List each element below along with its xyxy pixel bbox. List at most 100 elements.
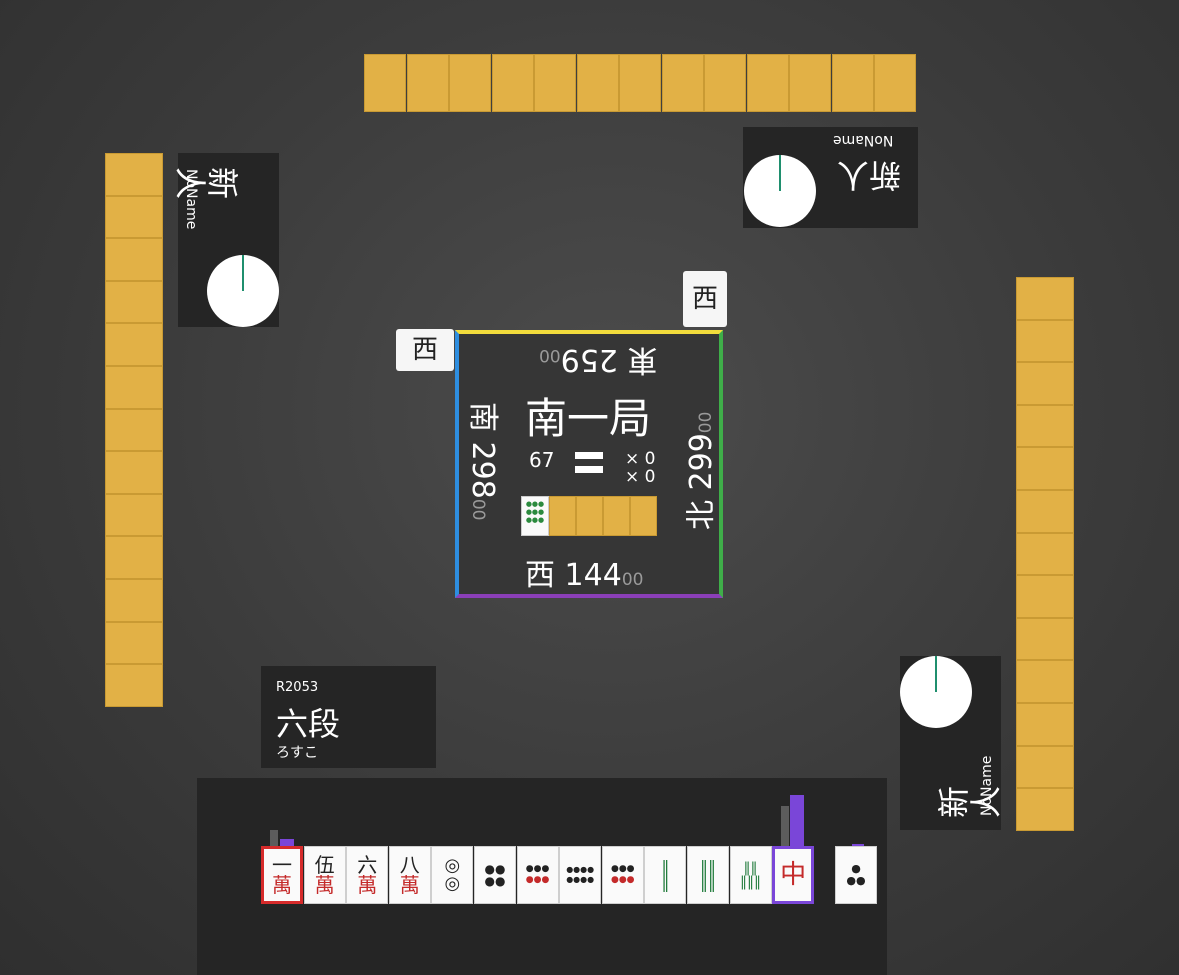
8-pin-tile[interactable]: ●●●●●●●● [559, 846, 602, 904]
tile-bottom: 萬 [399, 873, 420, 897]
east-score: 東 25900 [539, 342, 658, 377]
left-opponent-timer [207, 255, 279, 327]
8-man-tile[interactable]: 八萬 [388, 846, 431, 904]
tile-back [105, 280, 163, 324]
top-opponent-hand [364, 54, 917, 112]
tile-back [491, 54, 534, 112]
tile-bottom: 萬 [314, 873, 335, 897]
4-sou-tile[interactable]: ‖‖‖‖ [686, 846, 729, 904]
tile-back [1016, 404, 1074, 448]
tile-top: ● [851, 862, 861, 875]
right-opponent-hand [1016, 277, 1074, 831]
tile-top: ●●● [525, 864, 550, 874]
2-sou-tile[interactable]: ‖‖ [644, 846, 687, 904]
north-score: 北 29900 [684, 411, 719, 530]
west-wind-marker-left: 西 [396, 329, 454, 371]
5-sou-tile[interactable]: ‖‖‖‖‖ [729, 846, 772, 904]
hover-indicator-bar [280, 839, 294, 846]
center-info-box: 東 25900 南 29800 北 29900 西 14400 南一局 67 ×… [455, 330, 723, 598]
tile-bottom: ‖‖ [699, 873, 716, 892]
north-points: 299 [684, 433, 719, 491]
stick-counts: × 0 × 0 [625, 450, 655, 486]
remaining-tiles: 67 [529, 448, 555, 472]
player-rating: R2053 [276, 680, 319, 695]
west-points-sub: 00 [621, 570, 644, 590]
9-pin-tile[interactable]: ●●●●●● [601, 846, 644, 904]
hover-indicator-bar [852, 844, 864, 847]
player-hand: 一萬 伍萬 六萬 八萬 ◎◎ ●●●● ●●●●●● ●●●●●●●● ●●●●… [261, 846, 815, 904]
tile-back [576, 54, 619, 112]
riichi-count: × 0 [625, 467, 656, 487]
4-pin-tile[interactable]: ●●●● [473, 846, 516, 904]
tile-back [105, 195, 163, 239]
north-points-sub: 00 [696, 411, 716, 434]
tile-back [105, 238, 163, 281]
red-dragon-tile[interactable]: 中 [772, 846, 815, 904]
tile-back [1016, 532, 1074, 576]
tile-back [105, 536, 163, 579]
west-score: 西 14400 [525, 561, 643, 591]
west-wind-marker-top: 西 [683, 271, 727, 327]
riichi-stick-icon [575, 466, 603, 473]
5-man-tile[interactable]: 伍萬 [303, 846, 346, 904]
right-opponent-panel: 新人 NoName [900, 656, 1005, 830]
tile-bottom: ‖ [661, 873, 670, 892]
tile-back [534, 54, 576, 112]
tile-back [1016, 277, 1074, 320]
tile-back [406, 54, 449, 112]
1-man-tile[interactable]: 一萬 [261, 846, 303, 904]
dead-wall-tile [576, 496, 603, 536]
tile-back [105, 408, 163, 452]
tile-top: ●●● [610, 864, 635, 874]
tile-back [704, 54, 746, 112]
hover-indicator-bar [781, 806, 789, 846]
tile-back [1016, 617, 1074, 661]
tile-back [619, 54, 661, 112]
tile-top: ‖ [661, 857, 670, 876]
honba-stick-icon [575, 452, 603, 459]
round-indicator: 南一局 [525, 394, 652, 443]
top-opponent-name: NoName [833, 132, 894, 148]
top-opponent-rank: 新人 [837, 156, 902, 194]
tile-bottom: ●●● [525, 875, 550, 885]
player-rank: 六段 [276, 705, 341, 743]
6-pin-tile[interactable]: ●●●●●● [516, 846, 559, 904]
tile-bottom: ●●● [610, 875, 635, 885]
east-wind: 東 [627, 342, 658, 377]
tile-back [661, 54, 704, 112]
tile-back [105, 493, 163, 537]
south-points: 298 [465, 441, 500, 499]
tile-bottom: ◎ [444, 873, 461, 894]
tile-top: ●● [484, 862, 506, 876]
tile-bottom: 萬 [357, 873, 378, 897]
tile-back [1016, 489, 1074, 533]
tile-top: ●●●● [566, 865, 595, 874]
drawn-tile[interactable]: ● ●● [835, 846, 877, 904]
tile-top: ◎ [444, 855, 461, 876]
tile-bottom: ●●●● [566, 875, 595, 884]
2-pin-tile[interactable]: ◎◎ [431, 846, 474, 904]
tile-back [746, 54, 789, 112]
honba-count: × 0 [625, 449, 656, 469]
tile-back [105, 153, 163, 196]
hover-indicator-bar [270, 830, 278, 846]
south-score: 南 29800 [465, 402, 500, 520]
tile-back [449, 54, 491, 112]
tile-back [105, 365, 163, 409]
tile-back [105, 451, 163, 494]
top-opponent-timer [744, 155, 816, 227]
tile-back [1016, 745, 1074, 789]
tile-back [105, 664, 163, 707]
6-man-tile[interactable]: 六萬 [346, 846, 389, 904]
player-name: ろすこ [276, 745, 318, 761]
west-points: 144 [564, 558, 622, 593]
right-opponent-timer [900, 656, 972, 728]
tile-bottom: 萬 [272, 873, 292, 897]
tile-back [874, 54, 916, 112]
right-opponent-name: NoName [979, 755, 995, 816]
tile-back [105, 578, 163, 622]
dora-indicator-tile: ●●●●●●●●● [521, 496, 549, 536]
left-opponent-name: NoName [183, 169, 199, 230]
tile-top: ‖‖ [699, 857, 716, 876]
tile-top: ‖‖ [743, 860, 758, 876]
